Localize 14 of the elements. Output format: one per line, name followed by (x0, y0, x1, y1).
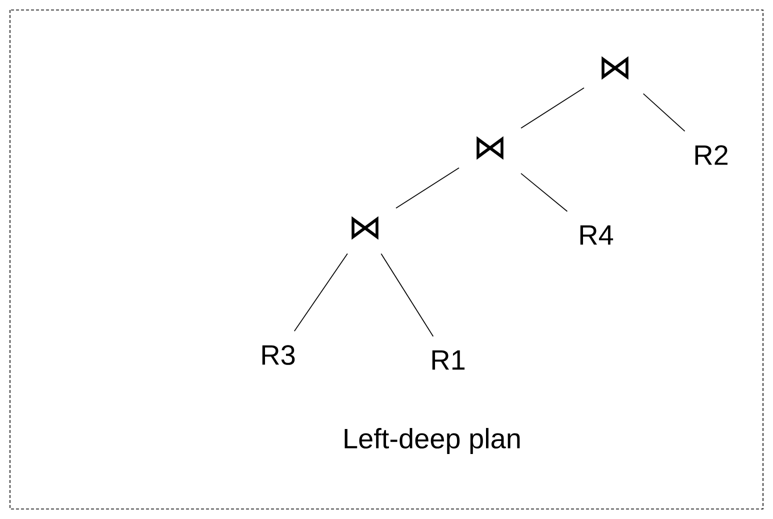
tree-edge (294, 253, 348, 332)
tree-edge (380, 253, 434, 337)
relation-label: R4 (580, 225, 614, 245)
tree-edge (642, 93, 686, 132)
join-symbol: ⋈ (476, 136, 504, 160)
relation-label: R3 (262, 345, 295, 365)
relation-label: R2 (695, 145, 728, 165)
tree-edge (520, 172, 568, 212)
join-symbol: ⋈ (352, 216, 378, 240)
relation-label: R1 (432, 350, 465, 370)
caption: Left-deep plan (344, 428, 520, 454)
join-symbol: ⋈ (602, 56, 628, 80)
tree-edge (520, 87, 584, 129)
tree-edge (396, 167, 460, 209)
